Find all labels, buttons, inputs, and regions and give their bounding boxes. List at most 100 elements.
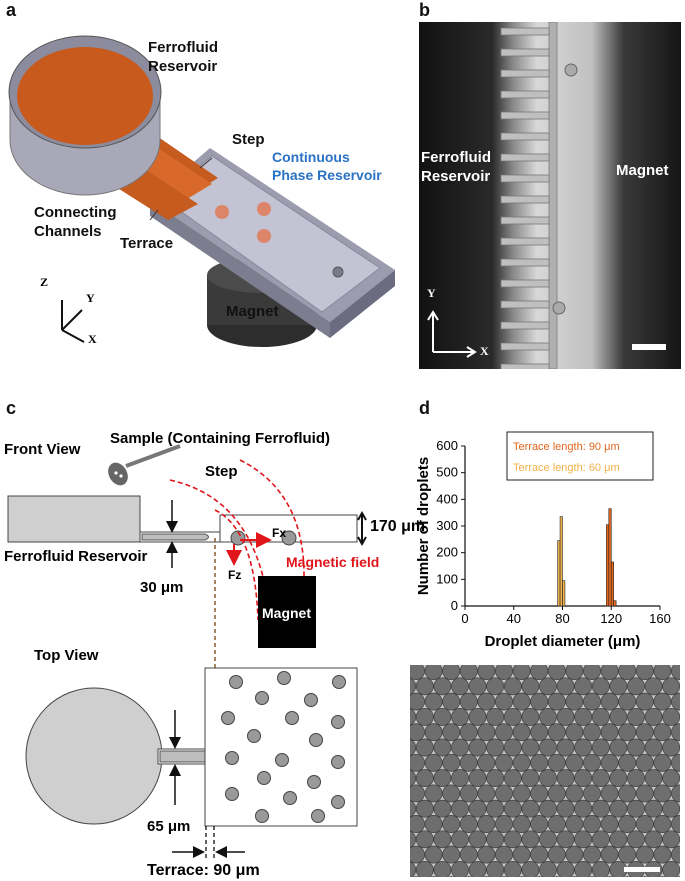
packed-droplet — [583, 815, 601, 833]
droplet — [230, 530, 246, 546]
packed-droplet — [410, 784, 425, 803]
packed-droplet — [410, 739, 417, 756]
packed-droplet — [486, 707, 505, 726]
droplet — [255, 809, 269, 823]
packed-droplet — [591, 738, 610, 757]
packed-droplet — [530, 753, 549, 772]
packed-droplet — [547, 815, 566, 833]
packed-droplet — [521, 707, 540, 726]
microchannel — [500, 363, 550, 369]
packed-droplet — [495, 692, 513, 711]
packed-droplet — [618, 692, 637, 711]
y-tick-label: 100 — [436, 571, 458, 586]
packed-droplet — [410, 830, 417, 848]
x-axis-line — [61, 329, 85, 343]
packed-droplet — [574, 707, 593, 726]
packed-droplet — [662, 738, 680, 757]
packed-droplet — [591, 860, 610, 877]
packed-droplet — [609, 738, 628, 757]
packed-droplet — [635, 723, 654, 742]
packed-droplet — [433, 830, 452, 849]
packed-droplet — [495, 723, 513, 742]
front-view-label: Front View — [4, 441, 81, 458]
droplet — [281, 530, 297, 546]
packed-droplet — [556, 677, 575, 696]
c-ferrofluid-reservoir-label: Ferrofluid Reservoir — [4, 548, 148, 565]
packed-droplet — [530, 815, 549, 833]
microchannel — [500, 216, 550, 225]
y-tick-label: 0 — [451, 598, 458, 613]
droplet — [304, 693, 318, 707]
packed-droplet — [618, 723, 637, 742]
packed-droplet — [609, 707, 628, 726]
packed-droplet — [609, 677, 628, 696]
packed-droplet — [451, 707, 469, 726]
chip-body-side — [150, 200, 330, 338]
packed-droplet — [574, 738, 593, 757]
droplet — [225, 787, 239, 801]
packed-droplet — [503, 677, 522, 696]
step-label: Step — [232, 131, 265, 148]
packed-droplet — [433, 860, 452, 877]
packed-droplet — [662, 677, 680, 696]
packed-droplet — [433, 769, 452, 788]
packed-droplet — [653, 753, 672, 772]
droplet — [331, 795, 345, 809]
packed-droplet — [565, 845, 584, 864]
packed-droplet — [547, 753, 566, 772]
droplet — [311, 809, 325, 823]
packed-droplet — [410, 708, 417, 726]
micrograph-b — [419, 22, 681, 369]
packed-droplet — [468, 769, 487, 788]
packed-droplet — [565, 692, 584, 711]
packed-droplet — [609, 799, 628, 818]
height-bracket-bottom — [357, 536, 367, 547]
y-tick-label: 400 — [436, 491, 458, 506]
packed-droplet — [433, 799, 452, 818]
packed-droplet — [415, 769, 434, 788]
sample-particle — [119, 474, 123, 478]
legend-entry-60: Terrace length: 60 μm — [513, 462, 620, 474]
packed-droplet — [662, 769, 680, 788]
packed-droplet — [653, 723, 672, 742]
histogram-bar — [608, 508, 612, 607]
packed-droplet — [442, 692, 461, 711]
front-view-reservoir — [7, 495, 141, 543]
droplet — [331, 755, 345, 769]
packed-droplet — [410, 861, 417, 877]
packed-droplet — [424, 665, 443, 680]
panel-a-letter: a — [6, 0, 17, 20]
packed-droplet — [653, 784, 672, 803]
packed-droplet — [547, 723, 566, 742]
x-arrowhead — [466, 346, 477, 358]
packed-droplet — [583, 845, 601, 864]
packed-droplet — [477, 723, 496, 742]
packed-droplet — [609, 769, 628, 788]
packed-droplet — [609, 830, 628, 849]
ferrofluid-plug — [141, 533, 209, 541]
packed-droplet — [556, 738, 575, 757]
sample-label: Sample (Containing Ferrofluid) — [110, 430, 330, 447]
microchannel — [500, 174, 550, 183]
packed-droplet — [627, 677, 645, 696]
packed-droplet — [556, 830, 575, 849]
packed-droplet — [512, 784, 531, 803]
packed-droplet — [495, 784, 513, 803]
microchannel — [500, 321, 550, 330]
packed-droplet — [662, 860, 680, 877]
fz-label: Fz — [228, 568, 242, 582]
packed-droplet — [565, 723, 584, 742]
packed-droplet — [644, 738, 663, 757]
packed-droplet — [451, 799, 469, 818]
continuous-phase-label: Continuous Phase Reservoir — [272, 149, 382, 183]
packed-droplet — [451, 769, 469, 788]
packed-droplet — [627, 799, 645, 818]
droplet — [221, 711, 235, 725]
packed-droplet — [635, 845, 654, 864]
packed-droplet — [644, 707, 663, 726]
ferrofluid-liquid — [17, 47, 153, 145]
x-tick-label: 0 — [461, 611, 468, 626]
packed-droplet — [574, 860, 593, 877]
